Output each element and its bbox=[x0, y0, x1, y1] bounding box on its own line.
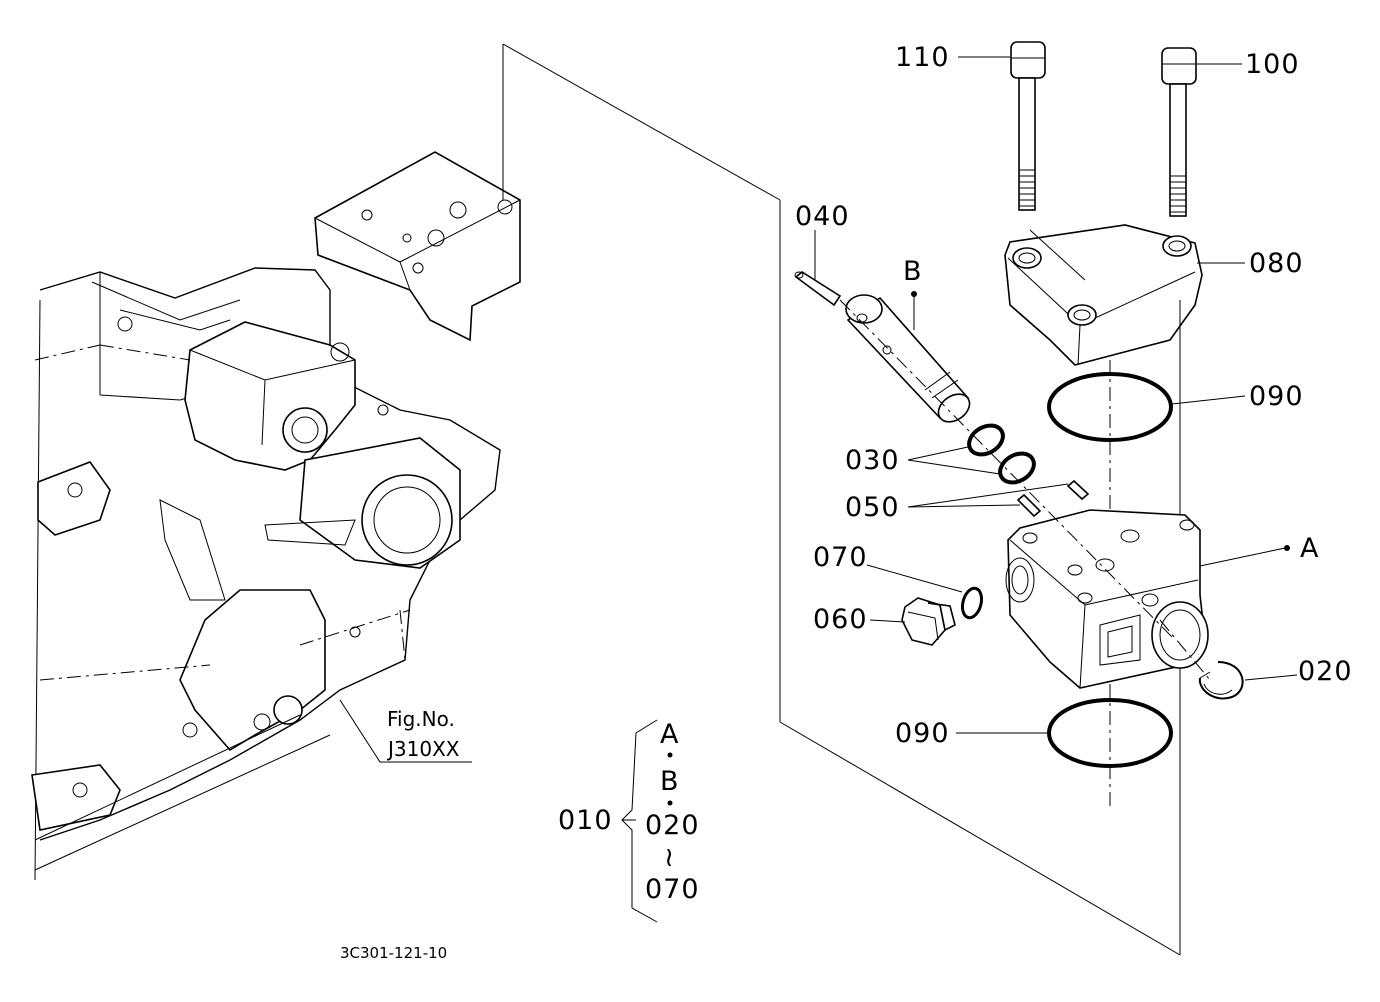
bolt-110 bbox=[1010, 41, 1046, 211]
plug-060 bbox=[901, 597, 956, 646]
pin-050-a bbox=[1066, 479, 1090, 501]
fig-label: Fig.No. bbox=[387, 707, 455, 731]
assembly-note-020: 020 bbox=[645, 810, 700, 841]
cover-080 bbox=[1004, 224, 1203, 366]
bolt-100 bbox=[1161, 47, 1197, 217]
label-030: 030 bbox=[845, 445, 900, 476]
o-ring-090-top bbox=[1047, 372, 1173, 442]
o-ring-090-bottom bbox=[1047, 698, 1173, 768]
o-ring-030-b bbox=[998, 451, 1036, 485]
assembly-bracket-010 bbox=[621, 719, 658, 923]
label-100: 100 bbox=[1245, 49, 1300, 80]
assembly-note-b: B bbox=[660, 766, 680, 797]
label-010: 010 bbox=[558, 805, 613, 836]
label-110: 110 bbox=[895, 42, 950, 73]
valve-body-a bbox=[1005, 509, 1209, 689]
o-ring-030-a bbox=[967, 423, 1005, 457]
transmission-housing-drawing bbox=[31, 151, 521, 881]
reference-dot-a bbox=[1284, 545, 1290, 551]
label-040: 040 bbox=[795, 201, 850, 232]
snap-ring-020 bbox=[1198, 661, 1244, 700]
reference-dot-b bbox=[911, 291, 917, 297]
o-ring-070 bbox=[960, 586, 984, 620]
assembly-note-070: 070 bbox=[645, 874, 700, 905]
drawing-code: 3C301-121-10 bbox=[340, 944, 447, 962]
assembly-centre-line bbox=[839, 299, 1176, 641]
label-050: 050 bbox=[845, 492, 900, 523]
assembly-note-range: ≀ bbox=[664, 842, 675, 873]
label-b: B bbox=[903, 256, 923, 287]
assembly-note-dot-1 bbox=[667, 752, 673, 758]
label-080: 080 bbox=[1249, 248, 1304, 279]
fig-reference-leader bbox=[339, 699, 472, 763]
label-a: A bbox=[1300, 533, 1319, 564]
pin-040 bbox=[794, 271, 842, 307]
assembly-note-dot-2 bbox=[667, 800, 673, 806]
label-090-bottom: 090 bbox=[895, 718, 950, 749]
spool-b bbox=[845, 294, 971, 423]
pin-050-b bbox=[1016, 493, 1042, 518]
label-070: 070 bbox=[813, 542, 868, 573]
label-020: 020 bbox=[1298, 656, 1353, 687]
fig-number: J310XX bbox=[386, 737, 460, 761]
label-060: 060 bbox=[813, 604, 868, 635]
label-090-top: 090 bbox=[1249, 381, 1304, 412]
assembly-note-a: A bbox=[660, 719, 679, 750]
